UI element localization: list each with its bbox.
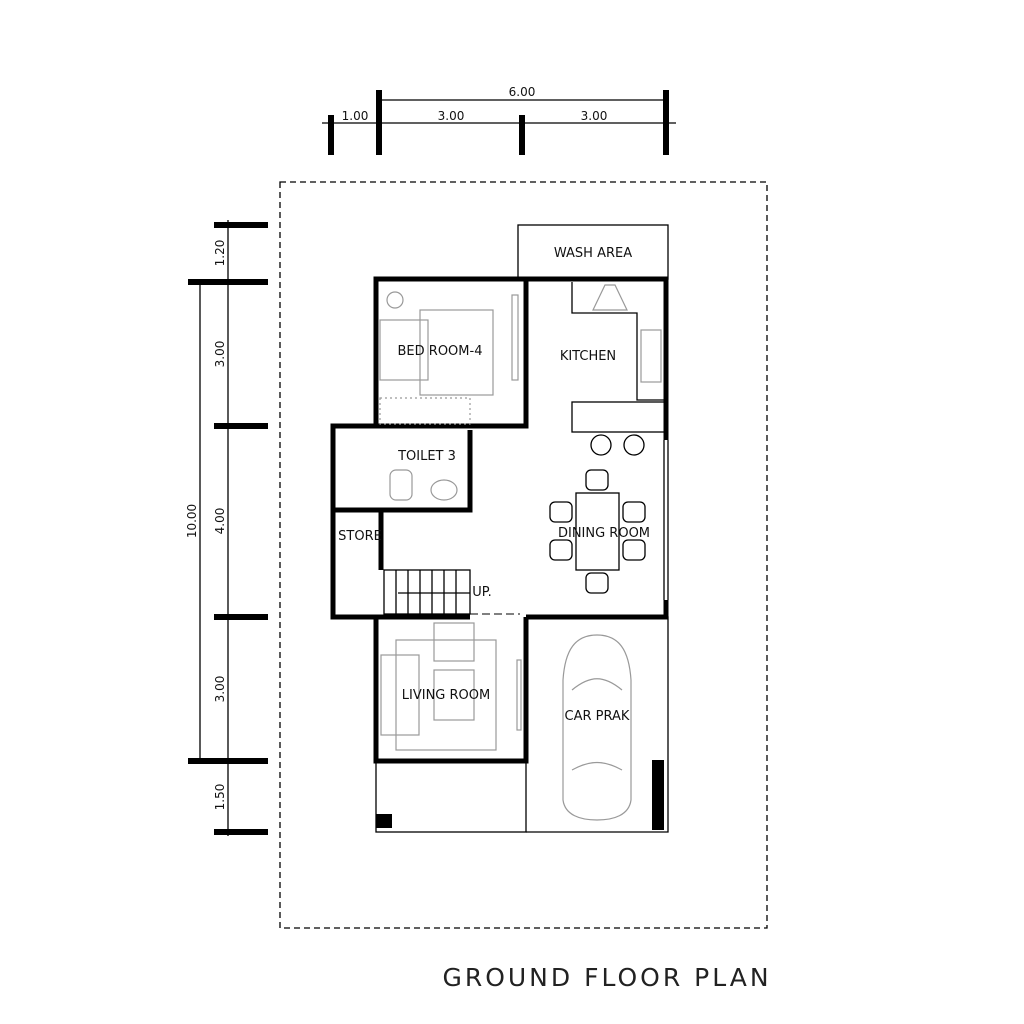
dim-left-5: 1.50: [213, 784, 227, 811]
room-label-dining: DINING ROOM: [558, 526, 650, 541]
room-label-wash-area: WASH AREA: [554, 246, 632, 261]
room-label-toilet: TOILET 3: [397, 449, 456, 464]
dim-left-2: 3.00: [213, 341, 227, 368]
room-label-kitchen: KITCHEN: [560, 349, 616, 364]
car-icon: [562, 634, 632, 821]
dim-top-2: 3.00: [438, 109, 465, 123]
dim-left-1: 1.20: [213, 240, 227, 267]
kitchen-furniture: [571, 282, 667, 456]
dim-left-3: 4.00: [213, 508, 227, 535]
room-label-car-park: CAR PRAK: [565, 709, 630, 724]
dining-table: [549, 469, 646, 594]
dim-left-4: 3.00: [213, 676, 227, 703]
living-furniture: [380, 622, 522, 751]
room-label-living: LIVING ROOM: [402, 688, 490, 703]
stair-up-label: UP.: [472, 585, 491, 600]
dim-top-3: 3.00: [581, 109, 608, 123]
toilet-fixtures: [389, 469, 458, 501]
dim-overall-depth: 10.00: [185, 504, 199, 538]
top-dimension: 6.00 1.00 3.00 3.00: [322, 85, 676, 155]
room-label-store: STORE: [338, 529, 382, 544]
walls: [330, 276, 669, 833]
bedroom-furniture: [379, 291, 519, 425]
dim-top-1: 1.00: [342, 109, 369, 123]
room-label-bedroom: BED ROOM-4: [398, 344, 483, 359]
dim-overall-width: 6.00: [509, 85, 536, 99]
left-dimension: 10.00 1.20 3.00 4.00 3.00 1.50: [185, 220, 268, 836]
staircase: [383, 569, 471, 615]
plan-title: GROUND FLOOR PLAN: [442, 963, 771, 992]
lot-boundary: [279, 181, 768, 929]
